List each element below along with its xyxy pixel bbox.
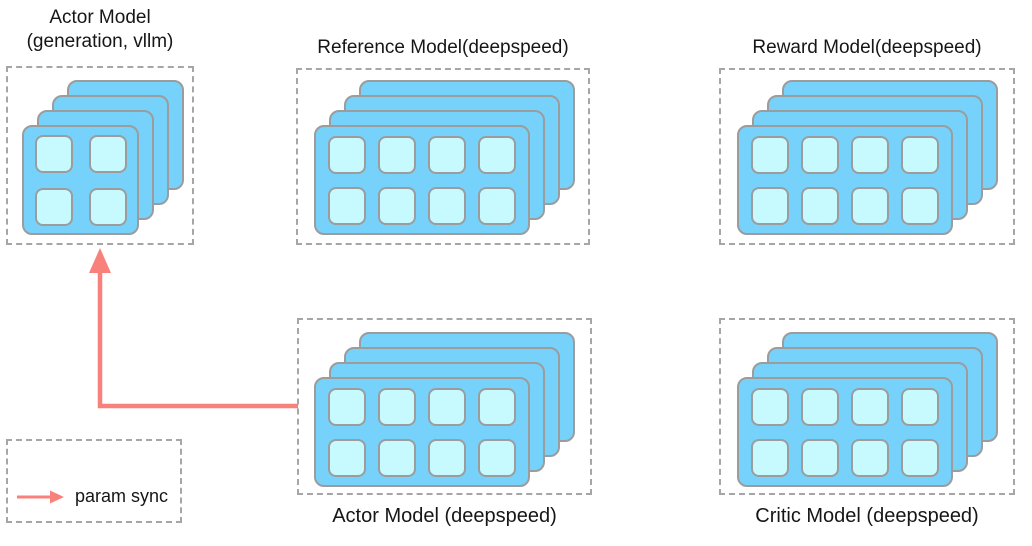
gpu-cell: [328, 186, 366, 225]
gpu-cell: [428, 135, 466, 174]
gpu-cell: [378, 438, 416, 477]
title-line-2: (generation, vllm): [26, 31, 174, 52]
gpu-cell: [88, 134, 127, 173]
gpu-cell: [751, 186, 789, 225]
critic-model-label: Critic Model (deepspeed): [755, 505, 979, 527]
gpu-card: [737, 377, 953, 487]
gpu-cell: [751, 438, 789, 477]
gpu-cell: [88, 187, 127, 226]
gpu-cell-grid: [739, 127, 951, 233]
gpu-cell: [378, 135, 416, 174]
gpu-cell: [851, 387, 889, 426]
reward-model-title: Reward Model(deepspeed): [752, 37, 982, 58]
gpu-cell: [328, 135, 366, 174]
legend-row: param sync: [16, 486, 168, 507]
gpu-cell: [801, 186, 839, 225]
gpu-card: [737, 125, 953, 235]
gpu-cell: [328, 438, 366, 477]
gpu-cell: [478, 438, 516, 477]
actor-deepspeed-box: [297, 318, 592, 495]
gpu-cell: [801, 387, 839, 426]
reward-model-box: [719, 68, 1015, 245]
gpu-stack-actor-generation: [22, 80, 184, 235]
gpu-cell: [478, 186, 516, 225]
gpu-cell-grid: [316, 379, 528, 485]
title-line-1: Actor Model: [49, 7, 151, 28]
param-sync-arrow-icon: [17, 490, 64, 503]
gpu-stack-reward-model: [737, 80, 998, 235]
reference-model-title: Reference Model(deepspeed): [317, 37, 569, 58]
gpu-cell: [901, 438, 939, 477]
gpu-card: [314, 377, 530, 487]
gpu-cell: [378, 186, 416, 225]
gpu-cell: [428, 186, 466, 225]
gpu-cell: [801, 135, 839, 174]
gpu-stack-reference-model: [314, 80, 575, 235]
gpu-cell: [428, 438, 466, 477]
gpu-cell: [801, 438, 839, 477]
actor-generation-title: Actor Model (generation, vllm): [0, 6, 200, 54]
actor-generation-box: [6, 66, 194, 245]
gpu-cell: [901, 186, 939, 225]
legend-label: param sync: [75, 486, 169, 506]
gpu-cell: [328, 387, 366, 426]
gpu-cell: [901, 387, 939, 426]
reference-model-box: [296, 68, 590, 245]
gpu-card: [314, 125, 530, 235]
critic-model-box: [719, 318, 1015, 495]
gpu-cell: [751, 135, 789, 174]
gpu-cell: [851, 186, 889, 225]
gpu-cell: [478, 387, 516, 426]
gpu-cell: [851, 135, 889, 174]
gpu-stack-critic-model: [737, 332, 998, 487]
gpu-cell: [34, 187, 73, 226]
gpu-cell-grid: [316, 127, 528, 233]
gpu-cell-grid: [24, 127, 137, 233]
gpu-cell: [851, 438, 889, 477]
gpu-cell: [901, 135, 939, 174]
gpu-cell: [428, 387, 466, 426]
gpu-cell: [751, 387, 789, 426]
legend-box: param sync: [6, 439, 182, 523]
gpu-cell-grid: [739, 379, 951, 485]
gpu-card: [22, 125, 139, 235]
gpu-cell: [34, 134, 73, 173]
gpu-cell: [478, 135, 516, 174]
gpu-stack-actor-deepspeed: [314, 332, 575, 487]
gpu-cell: [378, 387, 416, 426]
actor-deepspeed-label: Actor Model (deepspeed): [332, 505, 557, 527]
